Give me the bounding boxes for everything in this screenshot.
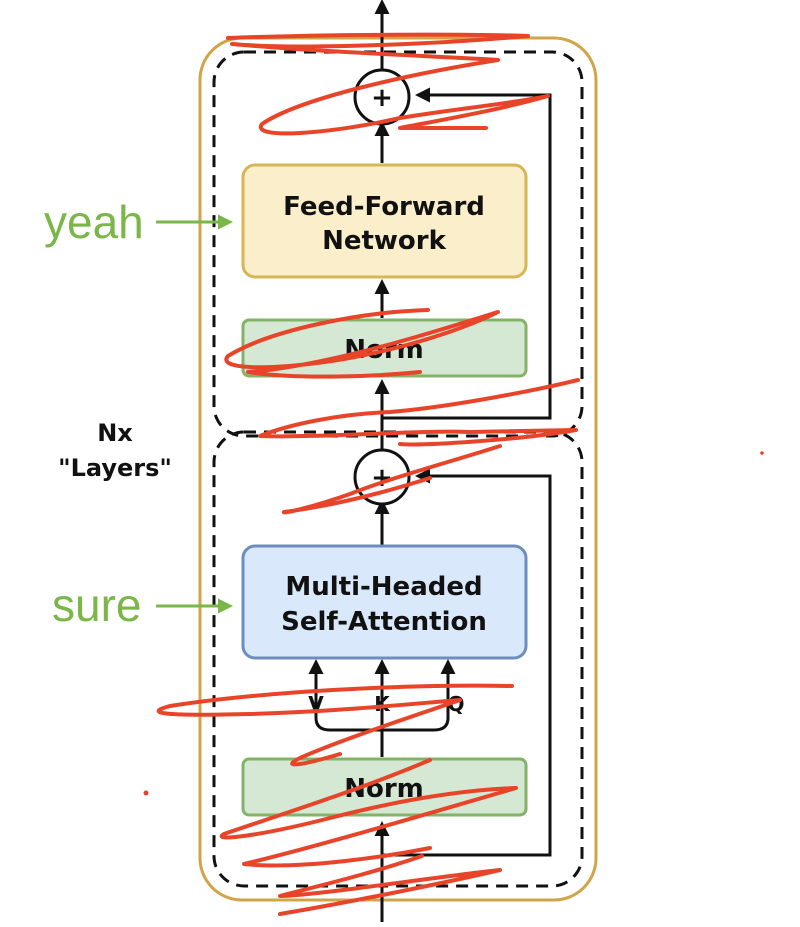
red-dot-right [760, 451, 764, 455]
add-node-top: + [353, 68, 411, 126]
k-label: K [374, 692, 391, 716]
mha-label-line2: Self-Attention [281, 607, 487, 637]
scribble-norm-top [224, 308, 500, 379]
layer-count-line1: Nx [97, 419, 133, 447]
scribble-add-bottom [281, 444, 502, 515]
add-symbol: + [371, 83, 393, 113]
feed-forward-network-block: Feed-Forward Network [241, 163, 528, 279]
attention-sublayer-group [212, 430, 584, 888]
residual-connection-bottom [382, 468, 552, 857]
ffn-sublayer-group [212, 50, 584, 438]
layer-stack-container [198, 36, 598, 902]
red-scribbles [143, 32, 764, 916]
annotation-yeah: yeah [44, 196, 144, 248]
red-dot-left [143, 790, 149, 796]
norm-block-bottom: Norm [241, 757, 528, 817]
annotation-sure: sure [52, 579, 141, 631]
ffn-label-line2: Network [322, 226, 447, 256]
ffn-label-line1: Feed-Forward [283, 192, 485, 222]
scribble-top [226, 32, 550, 136]
multi-headed-self-attention-block: Multi-Headed Self-Attention [241, 544, 528, 660]
layer-count-line2: "Layers" [58, 454, 172, 482]
scribble-bottom [278, 854, 502, 916]
residual-connection-top [382, 87, 552, 420]
mha-label-line1: Multi-Headed [285, 572, 482, 602]
scribble-middle [258, 378, 580, 447]
scribble-qkv [156, 683, 514, 767]
scribble-norm-bottom [219, 758, 518, 868]
q-label: Q [447, 692, 464, 716]
